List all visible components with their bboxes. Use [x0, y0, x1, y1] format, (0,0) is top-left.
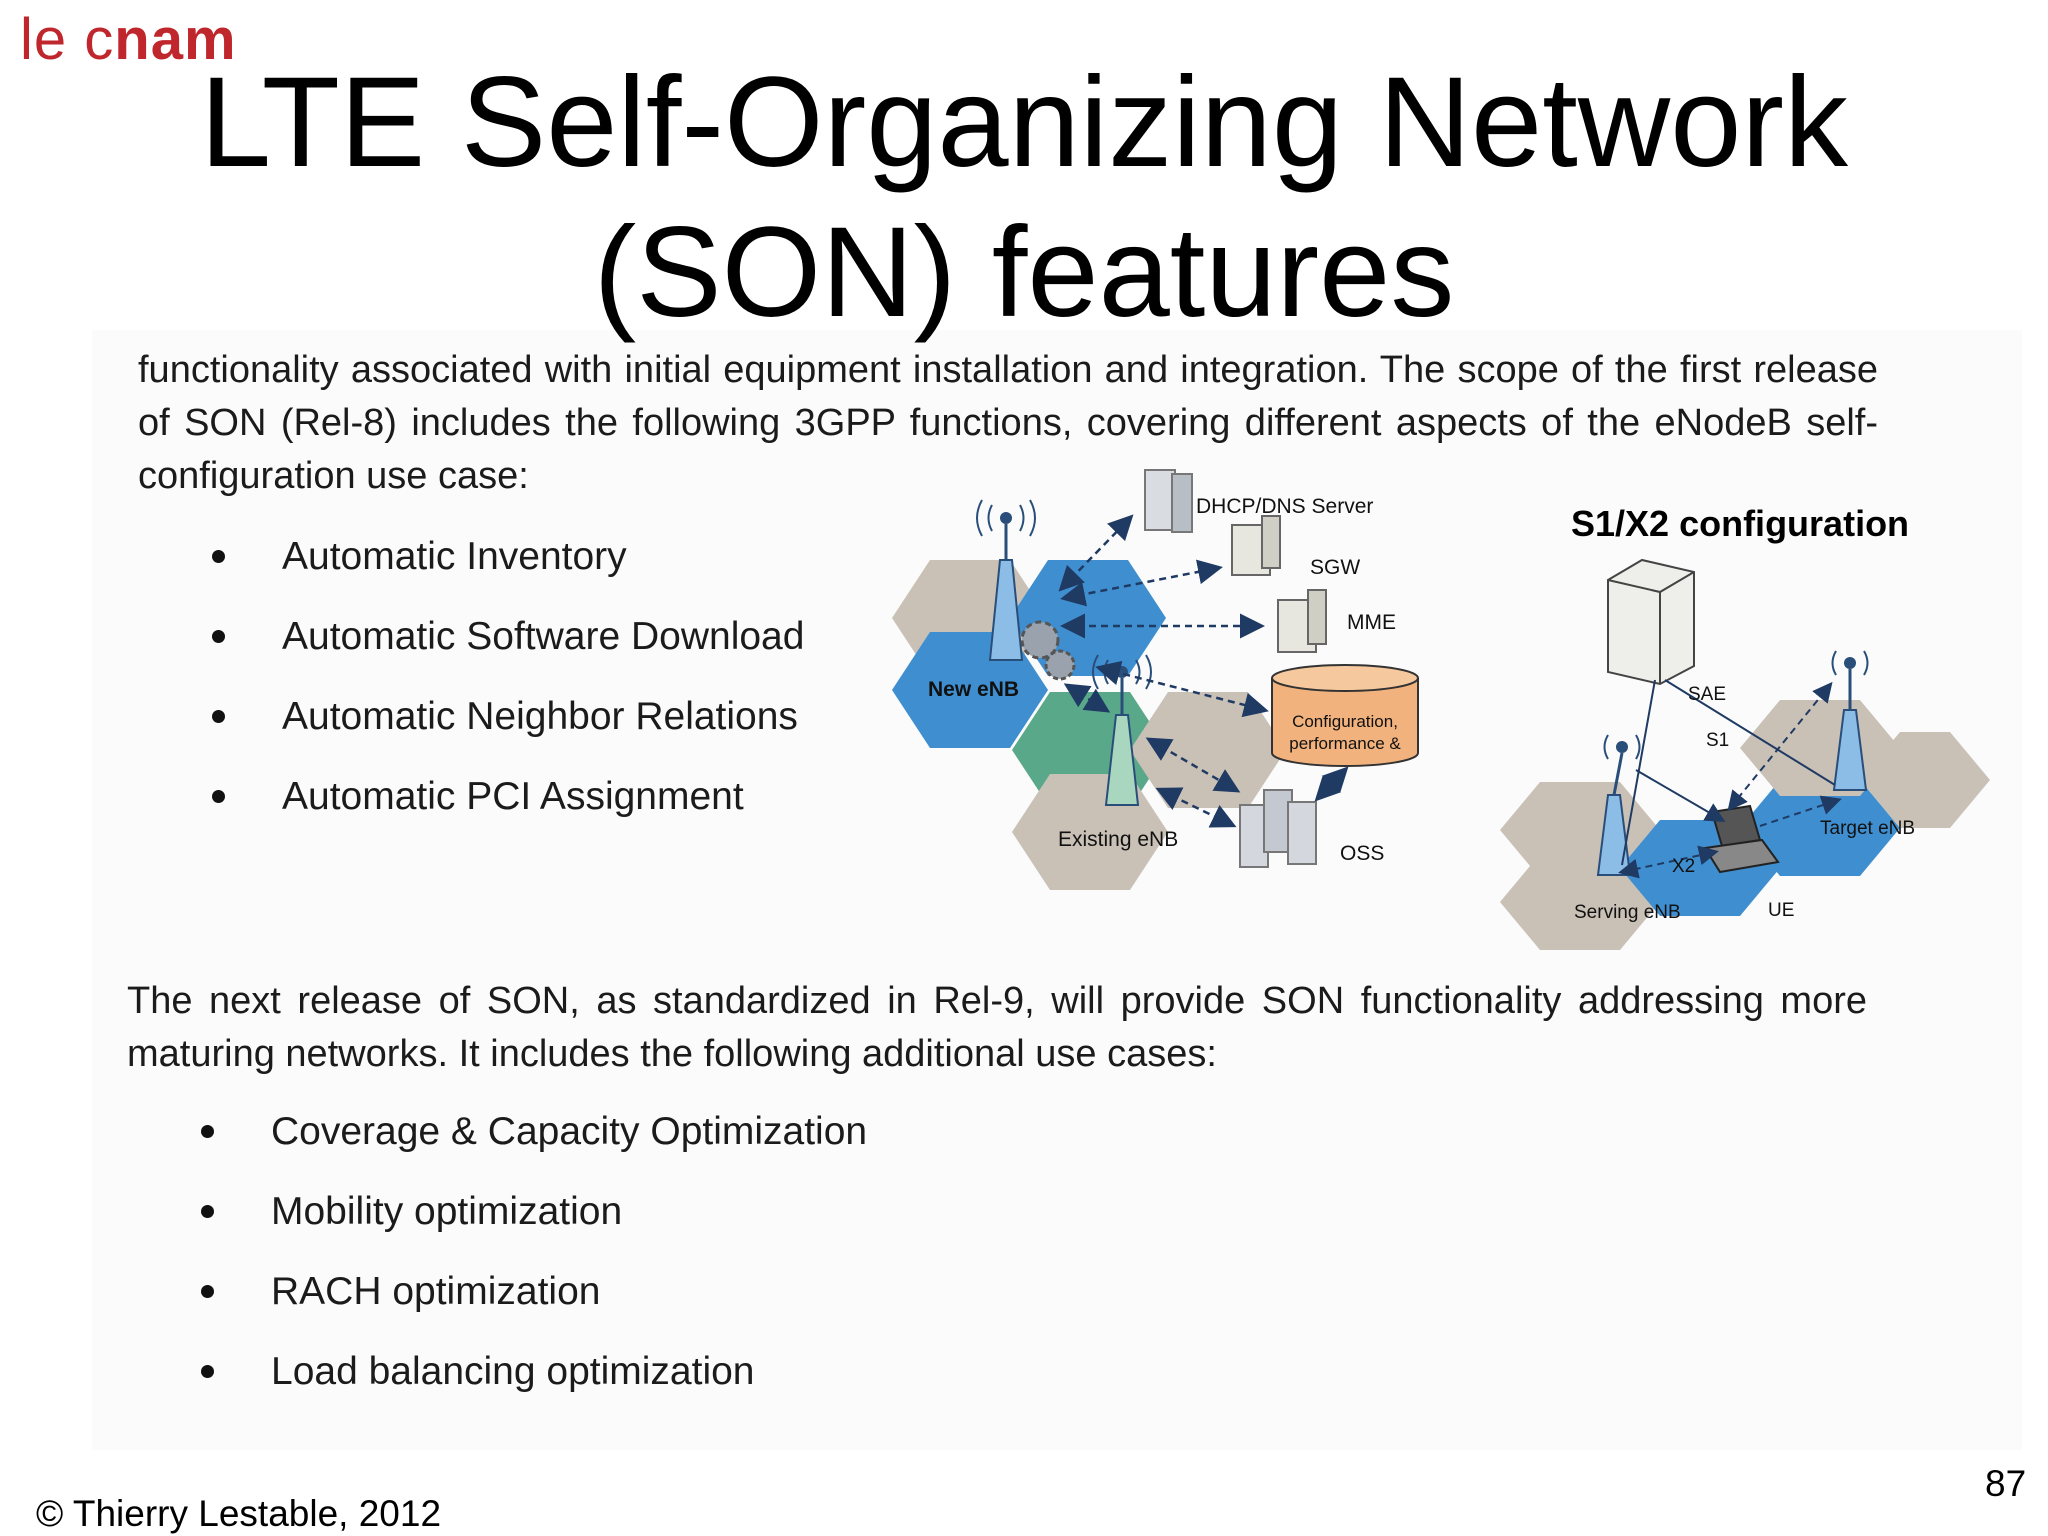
list-item: RACH optimization — [201, 1265, 1001, 1345]
serving-enb-label: Serving eNB — [1574, 902, 1681, 923]
bullet-icon — [201, 1365, 214, 1378]
title-line-2: (SON) features — [593, 201, 1455, 344]
mme-label: MME — [1347, 611, 1396, 634]
config-label-1: Configuration, — [1292, 712, 1398, 731]
sae-label: SAE — [1688, 684, 1726, 705]
bullet-icon — [212, 550, 225, 563]
right-interface-links — [1618, 679, 1842, 879]
gear-icon — [1020, 620, 1076, 681]
configuration-database-icon — [1271, 664, 1419, 767]
oss-servers-icon — [1239, 789, 1317, 868]
mme-server-icon — [1277, 589, 1327, 653]
s1x2-heading: S1/X2 configuration — [1571, 503, 1910, 544]
target-enb-label: Target eNB — [1820, 818, 1915, 839]
dhcp-server-icon — [1144, 469, 1193, 533]
ue-label: UE — [1768, 900, 1794, 921]
list-item: Automatic Software Download — [212, 610, 912, 690]
slide-title: LTE Self-Organizing Network (SON) featur… — [0, 48, 2048, 348]
list-item: Coverage & Capacity Optimization — [201, 1105, 1001, 1185]
sgw-label: SGW — [1310, 556, 1360, 579]
rel9-paragraph: The next release of SON, as standardized… — [127, 980, 1867, 1075]
bullet-icon — [201, 1285, 214, 1298]
new-enb-label: New eNB — [928, 678, 1019, 701]
intro-paragraph: functionality associated with initial eq… — [138, 349, 1878, 497]
rel8-list: Automatic Inventory Automatic Software D… — [212, 530, 912, 850]
new-enb-antenna-icon — [976, 499, 1036, 661]
s1-label: S1 — [1706, 730, 1729, 751]
x2-label: X2 — [1672, 856, 1695, 877]
left-signalling-arrows — [1058, 514, 1349, 828]
config-label-2: performance & — [1289, 734, 1401, 753]
cnam-logo: le cnam — [20, 7, 237, 72]
bullet-icon — [212, 710, 225, 723]
bullet-icon — [212, 790, 225, 803]
title-line-1: LTE Self-Organizing Network — [200, 51, 1848, 194]
sgw-server-icon — [1231, 515, 1281, 576]
page-number: 87 — [1985, 1463, 2027, 1504]
list-item: Automatic PCI Assignment — [212, 770, 912, 850]
target-enb-antenna-icon — [1831, 650, 1869, 791]
list-item: Automatic Inventory — [212, 530, 912, 610]
bullet-icon — [201, 1125, 214, 1138]
oss-label: OSS — [1340, 842, 1384, 865]
existing-enb-label: Existing eNB — [1058, 828, 1178, 851]
sae-server-icon — [1607, 558, 1695, 686]
rel9-list: Coverage & Capacity Optimization Mobilit… — [201, 1105, 1001, 1425]
bullet-icon — [212, 630, 225, 643]
bullet-icon — [201, 1205, 214, 1218]
list-item: Automatic Neighbor Relations — [212, 690, 912, 770]
list-item: Load balancing optimization — [201, 1345, 1001, 1425]
copyright-footer: © Thierry Lestable, 2012 — [36, 1493, 442, 1534]
dhcp-label: DHCP/DNS Server — [1196, 495, 1373, 518]
list-item: Mobility optimization — [201, 1185, 1001, 1265]
